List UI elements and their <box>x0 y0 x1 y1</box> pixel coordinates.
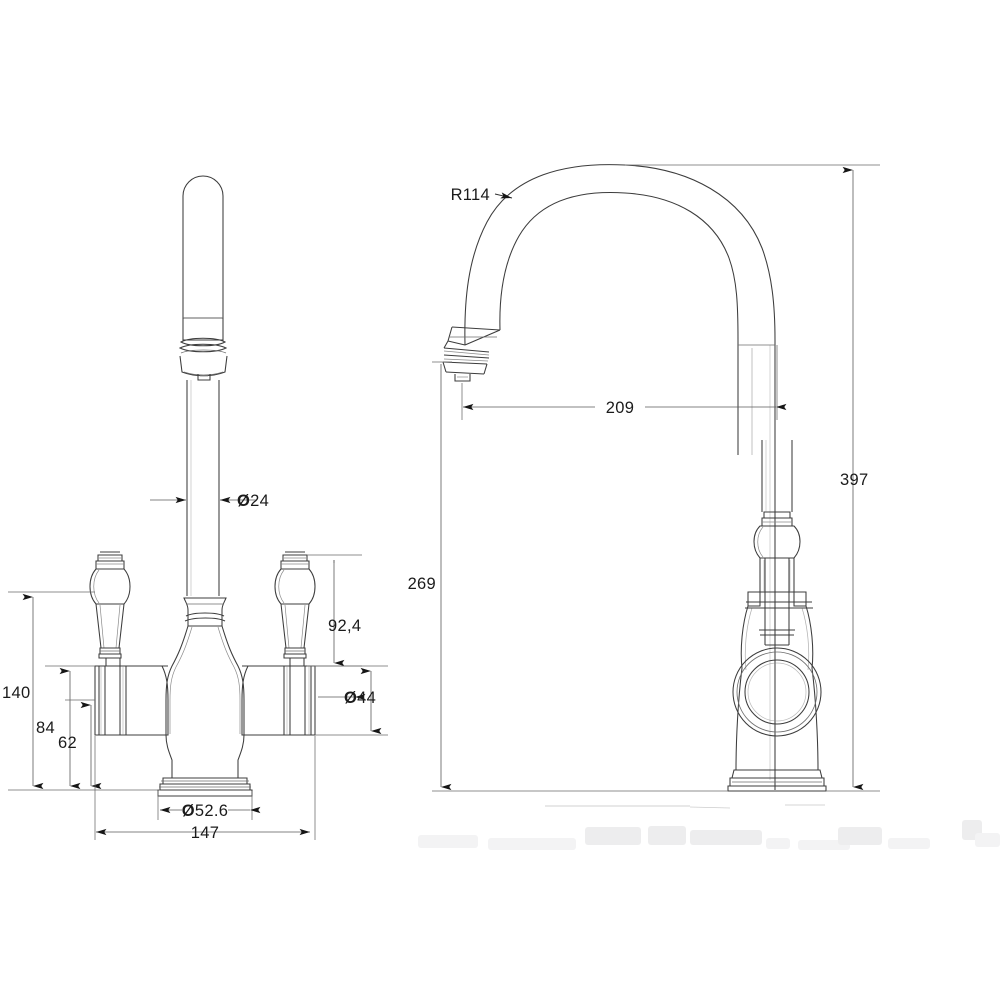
label-r114: R114 <box>451 186 490 204</box>
label-147: 147 <box>191 824 219 842</box>
label-397: 397 <box>840 471 868 489</box>
dimension-diameter-base: Ø52.6 <box>157 791 261 820</box>
tap-body <box>157 597 253 797</box>
dimension-handle-top-offset: 92,4 <box>307 554 362 667</box>
label-92-4: 92,4 <box>328 617 361 635</box>
label-209: 209 <box>606 399 634 417</box>
handle-hub-left <box>94 658 169 736</box>
watermark-band <box>418 804 1000 850</box>
tap-body-side <box>727 440 827 792</box>
lever-handle-left <box>89 551 131 659</box>
label-diameter-base: Ø52.6 <box>182 802 228 820</box>
side-elevation-view <box>442 164 827 792</box>
front-elevation-view <box>89 175 316 797</box>
dimension-diameter-hub: Ø44 <box>315 665 388 736</box>
riser-tube <box>178 175 228 596</box>
label-62: 62 <box>58 734 77 752</box>
dimension-diameter-riser: Ø24 <box>150 492 269 510</box>
dimension-140: 140 <box>2 591 160 791</box>
dimension-397: 397 <box>625 164 880 792</box>
label-269: 269 <box>408 575 436 593</box>
dimension-84: 84 <box>36 665 95 790</box>
handle-hub-right <box>241 658 316 736</box>
dimension-radius: R114 <box>451 186 513 204</box>
lever-handle-right <box>274 551 316 659</box>
dimension-62: 62 <box>58 699 102 790</box>
dimension-147: 147 <box>94 736 316 842</box>
spout-aerator <box>442 326 501 382</box>
label-diameter-riser: Ø24 <box>237 492 269 510</box>
label-84: 84 <box>36 719 55 737</box>
dimension-209: 209 <box>461 345 787 420</box>
label-140: 140 <box>2 684 30 702</box>
label-diameter-hub: Ø44 <box>344 689 376 707</box>
swan-neck-spout <box>464 164 776 790</box>
dimension-269: 269 <box>408 361 728 792</box>
